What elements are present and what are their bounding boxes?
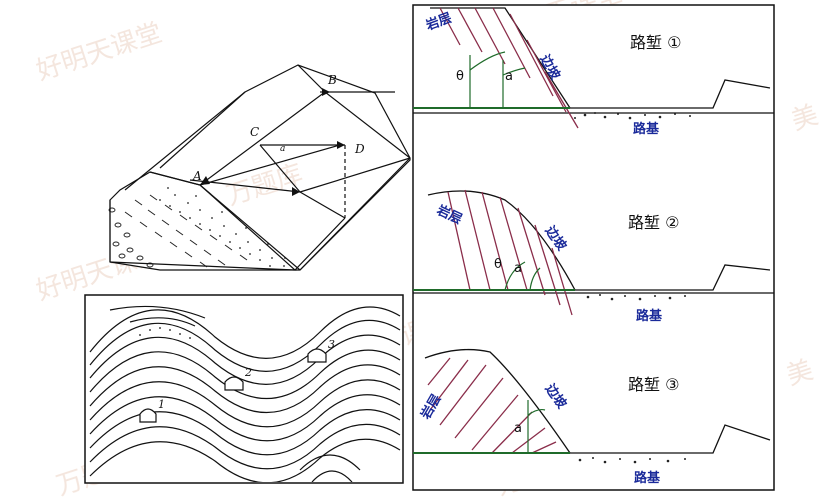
theta-label: θ <box>456 69 464 84</box>
roadbed-label: 路基 <box>634 470 661 486</box>
rock-hatch <box>439 7 579 129</box>
tunnel-3-icon <box>307 348 327 363</box>
roadbed-gravel <box>574 112 691 120</box>
arrow-head <box>292 187 300 196</box>
alpha-label: a <box>514 261 522 276</box>
angle-marks <box>504 261 541 291</box>
cut-panels-frame <box>412 4 775 491</box>
arrow-head <box>322 88 330 96</box>
label-a-small: a <box>280 144 285 154</box>
roadbed-gravel <box>578 457 686 464</box>
tunnel-label: 3 <box>328 338 335 351</box>
block-edge <box>109 261 296 271</box>
tunnel-labels: 1 2 3 <box>158 338 335 411</box>
alpha-label: a <box>505 69 513 84</box>
rock-hatch <box>427 357 557 454</box>
arrow-head <box>337 141 345 149</box>
tunnel-label: 2 <box>244 366 252 379</box>
arrow-head <box>200 176 210 185</box>
block-edge <box>299 157 411 271</box>
block-front-face <box>109 171 297 271</box>
block-edge <box>294 217 346 271</box>
block-edge <box>199 144 341 186</box>
angle-marks <box>527 400 546 453</box>
fold-diagram: 1 2 3 <box>84 294 404 484</box>
slope-profile <box>427 190 771 291</box>
block-edge <box>299 191 346 219</box>
label-c: C <box>250 125 259 139</box>
label-d: D <box>354 142 365 156</box>
block-edge <box>149 171 201 186</box>
label-a: A <box>192 169 202 183</box>
block-edge <box>259 144 301 193</box>
sand-layer <box>159 187 286 267</box>
watermark-text: 好明天课堂 <box>33 18 166 87</box>
block-labels: B C a D A <box>192 73 365 183</box>
block-diagram <box>108 64 411 271</box>
fold-tunnels <box>139 348 327 423</box>
cut-title: 路堑 ① <box>630 33 681 52</box>
conglomerate-layer <box>108 207 154 268</box>
block-edge <box>199 91 326 186</box>
tunnel-2-icon <box>224 376 244 391</box>
watermark-text: 美 <box>783 355 817 392</box>
rock-hatch <box>447 189 573 316</box>
cut-title: 路堑 ② <box>628 213 679 232</box>
slope-profile <box>424 348 771 454</box>
tunnel-label: 1 <box>158 398 165 411</box>
slope-profile <box>430 7 771 109</box>
block-edge <box>199 184 301 271</box>
cut-title: 路堑 ③ <box>628 375 679 394</box>
watermark-text: 美 <box>788 100 822 137</box>
block-edge <box>299 157 411 193</box>
tunnel-1-icon <box>139 408 157 423</box>
angle-marks <box>469 51 526 108</box>
fold-dots <box>139 327 191 339</box>
alpha-label: a <box>514 421 522 436</box>
roadbed-label: 路基 <box>633 121 660 137</box>
theta-label: θ <box>494 257 502 272</box>
block-edge <box>159 91 246 169</box>
label-b: B <box>327 73 337 87</box>
fold-frame <box>84 294 404 484</box>
roadbed-gravel <box>586 294 686 301</box>
block-edge <box>297 64 326 93</box>
block-edge <box>324 91 411 159</box>
roadbed-label: 路基 <box>636 308 663 324</box>
fold-strata <box>89 305 401 482</box>
